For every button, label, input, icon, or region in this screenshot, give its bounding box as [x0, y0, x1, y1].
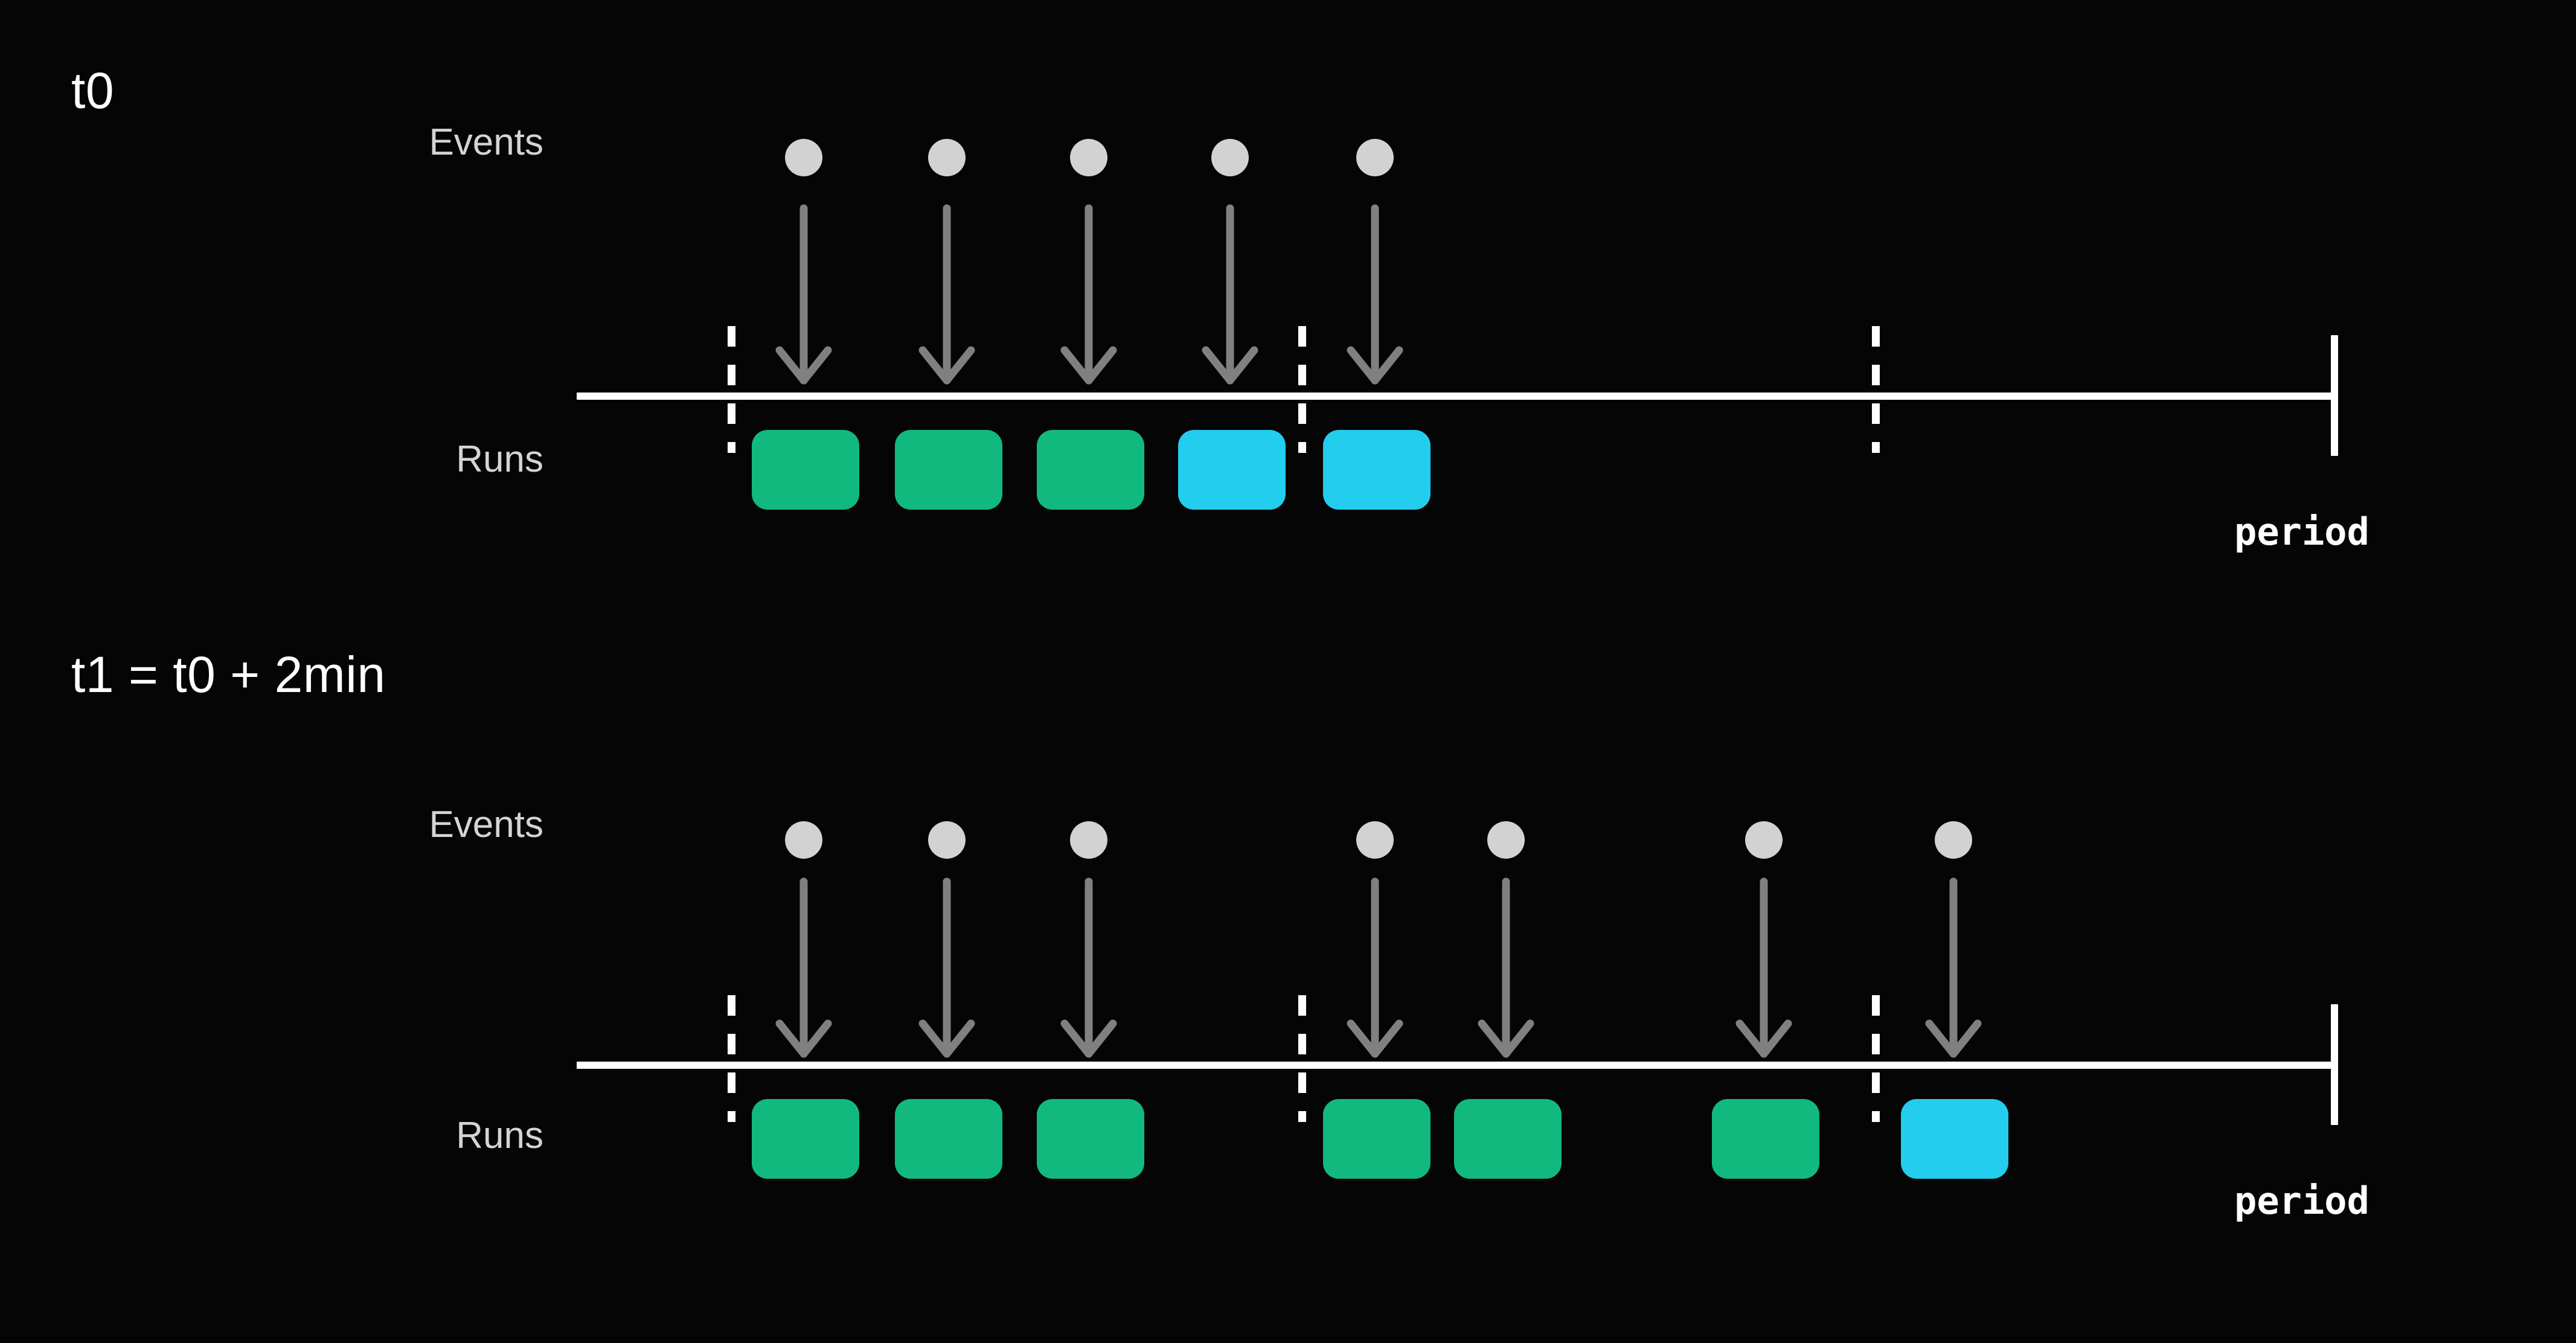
run-box	[752, 430, 859, 510]
event-dot	[1935, 821, 1972, 859]
section-title-t1: t1 = t0 + 2min	[71, 646, 386, 703]
event-dot	[1070, 139, 1107, 176]
row-label-runs-t1: Runs	[456, 1115, 543, 1156]
event-dot	[1356, 139, 1394, 176]
section-title-t0: t0	[71, 62, 115, 119]
run-box	[1178, 430, 1286, 510]
event-dot	[1070, 821, 1107, 859]
run-box	[895, 1099, 1002, 1179]
period-boundary-dash-3-t1	[1872, 995, 1880, 1122]
run-box	[1901, 1099, 2008, 1179]
period-boundary-dash-2-t0	[1298, 326, 1306, 453]
event-arrows-t1	[775, 877, 1982, 1058]
run-box	[1037, 430, 1144, 510]
period-boundary-dash-1-t0	[728, 326, 735, 453]
event-dot	[1487, 821, 1525, 859]
period-label-t0: period	[2234, 510, 2369, 554]
period-boundary-dash-3-t0	[1872, 326, 1880, 453]
run-box	[895, 430, 1002, 510]
run-box	[752, 1099, 859, 1179]
run-box	[1037, 1099, 1144, 1179]
timeline-end-marker-t1	[2331, 1004, 2338, 1125]
event-arrows-t0	[775, 204, 1403, 385]
event-dot	[928, 821, 966, 859]
row-label-runs-t0: Runs	[456, 438, 543, 480]
row-label-events-t1: Events	[429, 804, 543, 845]
run-box	[1323, 1099, 1431, 1179]
event-dot	[785, 139, 822, 176]
event-dot	[1356, 821, 1394, 859]
timeline-axis-t0	[577, 393, 2334, 400]
event-dot	[1745, 821, 1783, 859]
period-boundary-dash-2-t1	[1298, 995, 1306, 1122]
run-box	[1712, 1099, 1819, 1179]
event-dot	[785, 821, 822, 859]
period-label-t1: period	[2234, 1179, 2369, 1223]
timeline-end-marker-t0	[2331, 335, 2338, 456]
event-dot	[1211, 139, 1249, 176]
row-label-events-t0: Events	[429, 121, 543, 163]
run-box	[1323, 430, 1431, 510]
run-box	[1454, 1099, 1562, 1179]
event-dot	[928, 139, 966, 176]
timeline-axis-t1	[577, 1062, 2334, 1069]
period-boundary-dash-1-t1	[728, 995, 735, 1122]
